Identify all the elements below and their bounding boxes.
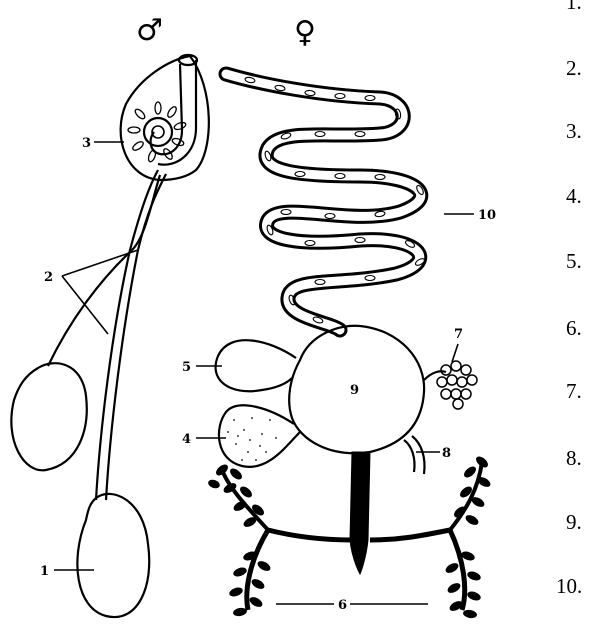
female-system <box>196 74 477 474</box>
label-4: 4 <box>182 432 191 447</box>
male-vas-deferens-right <box>96 170 158 500</box>
legend-number: 1. <box>566 0 582 13</box>
female-pouch-4-stipple <box>227 417 277 461</box>
female-vitelline-left-upper <box>222 470 268 530</box>
female-uterus-coil <box>226 74 421 330</box>
male-vas-deferens-right-inner <box>106 174 166 500</box>
female-vitelline-glands <box>207 452 492 619</box>
legend-number: 8. <box>566 448 582 469</box>
legend-number: 3. <box>566 121 582 142</box>
label-8: 8 <box>442 446 451 461</box>
female-pouch-4 <box>219 405 300 467</box>
female-uterus-coil-inner <box>226 74 421 330</box>
female-pouch-5 <box>216 340 296 391</box>
label-3: 3 <box>82 136 91 151</box>
male-system <box>11 55 208 617</box>
legend-number: 4. <box>566 186 582 207</box>
label-1: 1 <box>40 564 49 579</box>
legend-number: 7. <box>566 381 582 402</box>
label-2: 2 <box>44 270 53 285</box>
label-5: 5 <box>182 360 191 375</box>
legend-number: 10. <box>556 576 582 597</box>
female-pointer-7 <box>452 344 458 362</box>
female-symbol: ♀ <box>294 15 316 50</box>
male-testis-large <box>77 494 149 617</box>
label-9: 9 <box>350 383 359 398</box>
legend-number: 6. <box>566 318 582 339</box>
label-7: 7 <box>454 327 463 342</box>
legend-number: 9. <box>566 512 582 533</box>
legend-number: 2. <box>566 58 582 79</box>
label-10: 10 <box>478 208 496 223</box>
female-median-duct <box>350 452 370 574</box>
label-6: 6 <box>338 598 347 613</box>
male-testis-small <box>11 363 86 470</box>
male-inner-duct-outer <box>158 60 196 165</box>
male-symbol: ♂ <box>136 13 163 48</box>
female-gland-7-lobes <box>437 361 477 409</box>
female-duct-8 <box>404 440 415 472</box>
male-rosette-ring <box>144 118 172 146</box>
female-vitelline-right-upper-leaves <box>452 454 492 527</box>
legend-number: 5. <box>566 251 582 272</box>
female-gland-7-stalk <box>424 371 446 380</box>
